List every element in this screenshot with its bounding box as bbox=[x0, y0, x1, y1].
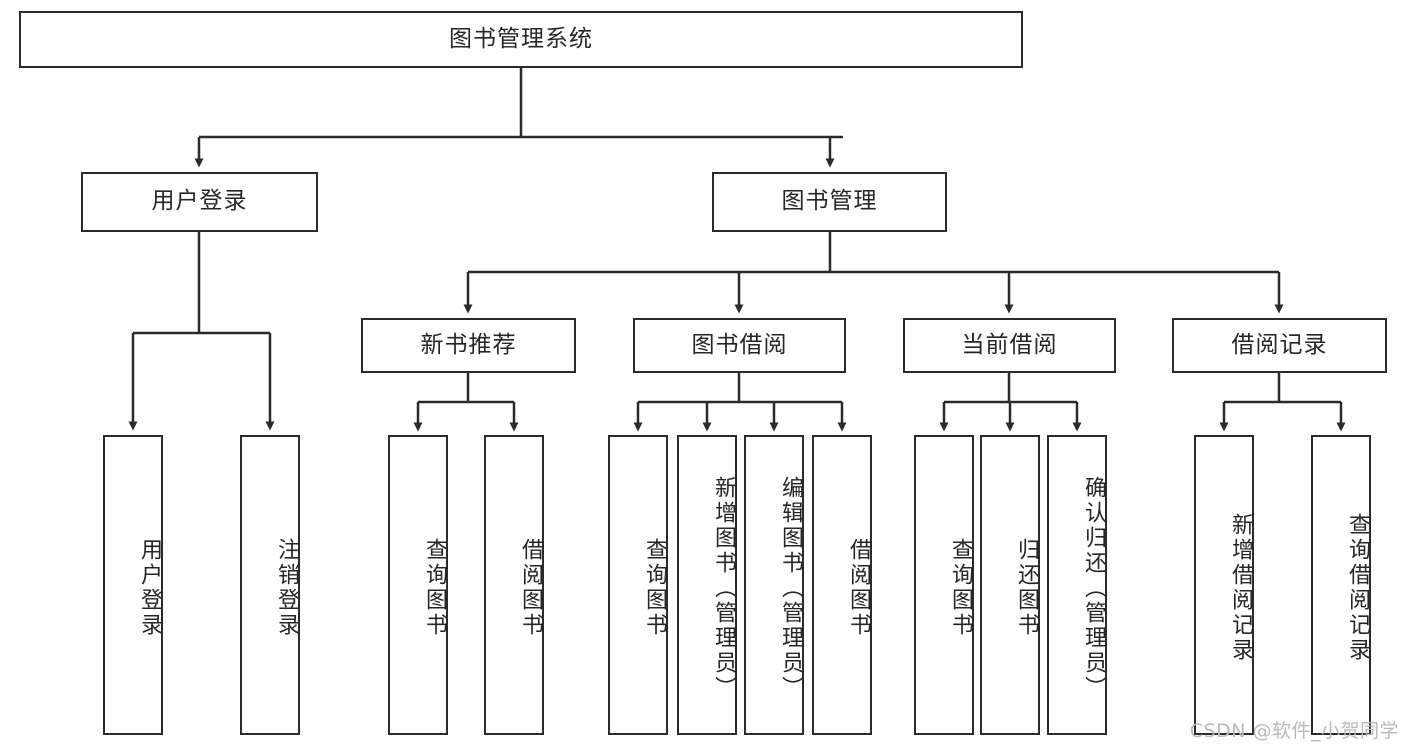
node-root-book-management-system[interactable]: 图书管理系统 bbox=[19, 11, 1023, 68]
leaf-borrow-book-recommend[interactable]: 借阅图书 bbox=[484, 435, 544, 735]
leaf-query-book-recommend[interactable]: 查询图书 bbox=[388, 435, 448, 735]
node-label: 当前借阅 bbox=[961, 331, 1058, 358]
node-label: 图书借阅 bbox=[691, 331, 788, 358]
node-label: 查询图书 bbox=[422, 538, 447, 638]
leaf-query-borrow-record[interactable]: 查询借阅记录 bbox=[1311, 435, 1371, 735]
node-label: 借阅图书 bbox=[518, 538, 543, 638]
node-label: 新增借阅记录 bbox=[1228, 513, 1253, 663]
node-borrow-record[interactable]: 借阅记录 bbox=[1172, 318, 1387, 373]
node-user-login[interactable]: 用户登录 bbox=[81, 172, 318, 232]
node-label: 注销登录 bbox=[274, 538, 299, 638]
node-label: 用户登录 bbox=[137, 538, 162, 638]
leaf-query-book-current[interactable]: 查询图书 bbox=[914, 435, 974, 735]
leaf-query-book-borrow[interactable]: 查询图书 bbox=[608, 435, 668, 735]
node-book-management[interactable]: 图书管理 bbox=[712, 172, 947, 232]
node-label: 新增图书（管理员） bbox=[711, 475, 736, 701]
node-label: 借阅图书 bbox=[846, 538, 871, 638]
node-label: 查询图书 bbox=[948, 538, 973, 638]
node-label: 图书管理系统 bbox=[449, 25, 593, 52]
node-label: 确认归还（管理员） bbox=[1081, 475, 1106, 701]
node-new-book-recommend[interactable]: 新书推荐 bbox=[361, 318, 576, 373]
node-label: 查询借阅记录 bbox=[1345, 513, 1370, 663]
node-book-borrow[interactable]: 图书借阅 bbox=[633, 318, 846, 373]
leaf-add-book-admin[interactable]: 新增图书（管理员） bbox=[677, 435, 737, 735]
node-label: 新书推荐 bbox=[420, 331, 517, 358]
leaf-logout[interactable]: 注销登录 bbox=[240, 435, 300, 735]
node-label: 查询图书 bbox=[642, 538, 667, 638]
node-label: 用户登录 bbox=[151, 188, 248, 215]
node-current-borrow[interactable]: 当前借阅 bbox=[903, 318, 1116, 373]
node-label: 归还图书 bbox=[1014, 538, 1039, 638]
node-label: 图书管理 bbox=[781, 188, 878, 215]
node-label: 编辑图书（管理员） bbox=[778, 475, 803, 701]
leaf-edit-book-admin[interactable]: 编辑图书（管理员） bbox=[744, 435, 804, 735]
node-label: 借阅记录 bbox=[1231, 331, 1328, 358]
leaf-user-login[interactable]: 用户登录 bbox=[103, 435, 163, 735]
leaf-borrow-book[interactable]: 借阅图书 bbox=[812, 435, 872, 735]
csdn-watermark: CSDN @软件_小贺同学 bbox=[1189, 720, 1399, 742]
leaf-add-borrow-record[interactable]: 新增借阅记录 bbox=[1194, 435, 1254, 735]
leaf-return-book[interactable]: 归还图书 bbox=[980, 435, 1040, 735]
leaf-confirm-return-admin[interactable]: 确认归还（管理员） bbox=[1047, 435, 1107, 735]
